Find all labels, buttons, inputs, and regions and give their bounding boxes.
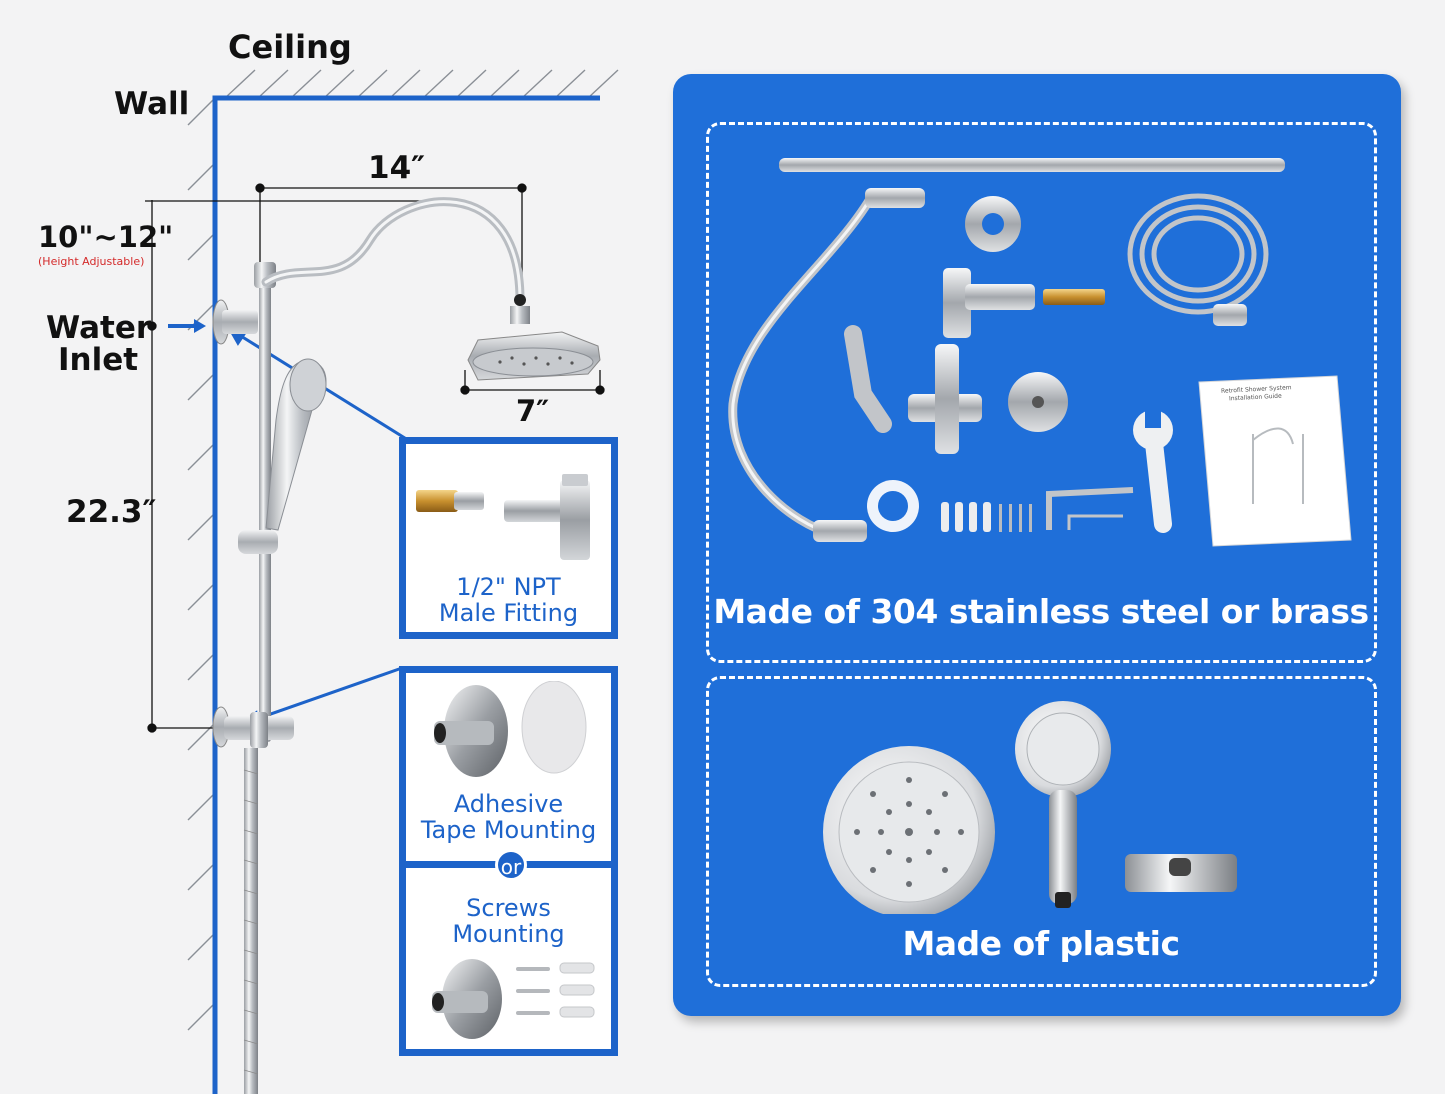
bar-length-dimension: 22.3″ — [66, 494, 157, 530]
metal-parts-box — [706, 122, 1377, 663]
dimension-lines — [145, 183, 605, 733]
npt-fitting-line1: 1/2" NPT — [456, 573, 561, 601]
adhesive-mount-image — [434, 681, 587, 777]
slide-bar — [259, 262, 271, 742]
adhesive-mount-line1: Adhesive — [453, 790, 564, 818]
hand-shower — [265, 358, 327, 531]
water-inlet-arrow — [168, 319, 206, 333]
plastic-parts-box — [706, 676, 1377, 987]
screw-mount-line2: Mounting — [452, 920, 565, 948]
shower-hose — [243, 748, 259, 1094]
screw-mount-line1: Screws — [466, 894, 551, 922]
mounting-options-callout: Adhesive Tape Mounting or Screws Mountin… — [399, 666, 618, 1056]
metal-parts-caption: Made of 304 stainless steel or brass — [713, 592, 1369, 631]
or-badge: or — [495, 849, 527, 881]
ceiling-label: Ceiling — [228, 28, 352, 66]
screw-mount-image — [432, 959, 595, 1039]
height-adjust-dimension: 10"~12" — [38, 220, 174, 254]
lower-bracket — [212, 706, 294, 748]
water-inlet-label-line2: Inlet — [58, 342, 139, 378]
rain-shower-head — [467, 306, 601, 381]
height-adjust-note: (Height Adjustable) — [38, 255, 145, 268]
wall-ceiling-line — [212, 95, 600, 1094]
installation-diagram — [145, 69, 619, 1094]
parts-panel: Retrofit Shower System Installation Guid… — [673, 74, 1401, 1016]
width-dimension: 14″ — [368, 150, 425, 186]
plastic-parts-image — [823, 701, 1237, 914]
plastic-parts-caption: Made of plastic — [902, 924, 1180, 963]
npt-fitting-line2: Male Fitting — [438, 599, 579, 627]
npt-fitting-callout: 1/2" NPT Male Fitting — [399, 437, 618, 639]
wall-hatch — [187, 99, 214, 1031]
wall-label: Wall — [114, 86, 190, 122]
ceiling-hatch — [224, 69, 619, 99]
npt-fitting-image — [416, 474, 590, 560]
head-diameter-dimension: 7″ — [516, 394, 550, 428]
adhesive-mount-line2: Tape Mounting — [420, 816, 597, 844]
metal-parts-image — [728, 158, 1352, 547]
slide-bracket — [238, 530, 278, 554]
water-inlet-label-line1: Water — [46, 310, 152, 346]
water-inlet-elbow — [212, 299, 258, 345]
